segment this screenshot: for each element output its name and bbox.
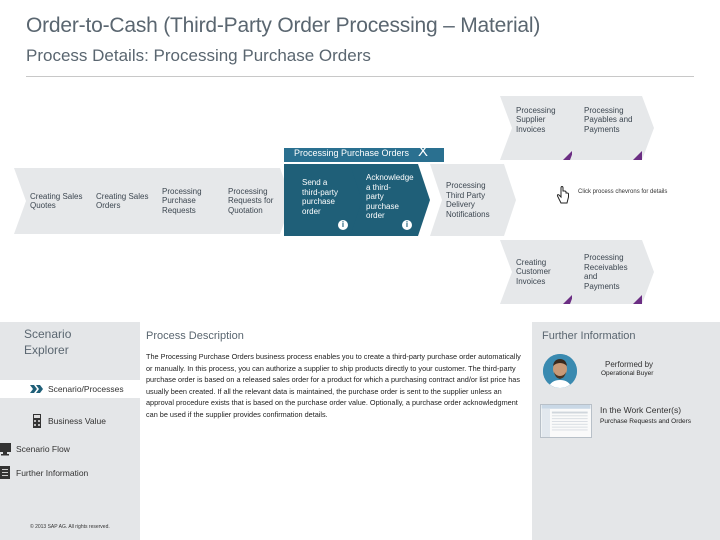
- chevron-label: Creating Sales Quotes: [30, 191, 83, 211]
- chevron-processing-supplier-invoices[interactable]: Processing Supplier Invoices: [500, 96, 584, 160]
- chevron-label: Processing Payables and Payments: [584, 105, 633, 134]
- nav-item-scenario-flow[interactable]: Scenario Flow: [0, 440, 140, 458]
- performed-by-role: Operational Buyer: [601, 370, 654, 377]
- header-divider: [26, 76, 694, 77]
- hand-pointer-icon: [556, 186, 569, 204]
- chevron-processing-third-party-delivery-notifications[interactable]: Processing Third Party Delivery Notifica…: [430, 164, 516, 236]
- nav-item-scenario-processes[interactable]: Scenario/Processes: [0, 380, 140, 398]
- chevron-label: Processing Purchase Requests: [162, 186, 202, 215]
- close-icon[interactable]: X: [418, 143, 429, 160]
- chevron-processing-receivables-and-payments[interactable]: Processing Receivables and Payments: [570, 240, 654, 304]
- chevron-processing-purchase-requests[interactable]: Processing Purchase Requests: [146, 168, 226, 234]
- performed-by-label: Performed by: [605, 360, 654, 369]
- chevron-label: Creating Customer Invoices: [516, 257, 551, 286]
- chevron-shape: [146, 168, 226, 234]
- chevron-arrows-icon: [30, 385, 43, 393]
- chevron-creating-sales-quotes[interactable]: Creating Sales Quotes: [14, 168, 94, 234]
- chevron-shape: [430, 164, 516, 236]
- chevron-label: Processing Third Party Delivery Notifica…: [446, 181, 490, 219]
- nav-item-label: Business Value: [48, 416, 106, 426]
- page-title: Order-to-Cash (Third-Party Order Process…: [26, 14, 541, 37]
- chevron-shape: [570, 96, 654, 160]
- info-icon[interactable]: i: [338, 220, 348, 230]
- work-center-thumbnail[interactable]: [540, 404, 592, 438]
- copyright-note: © 2013 SAP AG. All rights reserved.: [30, 524, 110, 530]
- chevron-shape: [350, 164, 430, 236]
- scenario-explorer-title: Scenario Explorer: [24, 326, 71, 358]
- chevron-label: Creating Sales Orders: [96, 191, 149, 211]
- process-description-text: The Processing Purchase Orders business …: [146, 352, 521, 419]
- process-description-title: Process Description: [146, 330, 244, 342]
- chevron-corner-marker: [633, 151, 642, 160]
- nav-item-label: Scenario Flow: [16, 444, 70, 454]
- nav-item-label: Scenario/Processes: [48, 384, 124, 394]
- processing-purchase-orders-band: [284, 148, 444, 162]
- chevron-shape: [14, 168, 94, 234]
- process-description-panel: [141, 322, 530, 540]
- step-acknowledge-third-party-purchase-order[interactable]: Acknowledge a third-party purchase order: [350, 164, 430, 236]
- processing-purchase-orders-label: Processing Purchase Orders: [294, 148, 410, 158]
- nav-item-label: Further Information: [16, 468, 89, 478]
- info-icon[interactable]: i: [402, 220, 412, 230]
- further-information-title: Further Information: [542, 330, 636, 342]
- chevron-corner-marker: [563, 151, 572, 160]
- chevron-corner-marker: [633, 295, 642, 304]
- chevron-label: Processing Requests for Quotation: [228, 186, 274, 215]
- document-icon: [0, 466, 10, 479]
- chevron-processing-payables-and-payments[interactable]: Processing Payables and Payments: [570, 96, 654, 160]
- step-send-third-party-purchase-order[interactable]: Send a third-party purchase order: [284, 164, 364, 236]
- chevron-shape: [284, 164, 364, 236]
- page-subtitle: Process Details: Processing Purchase Ord…: [26, 46, 371, 65]
- work-center-value: Purchase Requests and Orders: [600, 418, 692, 425]
- person-icon: [543, 354, 577, 388]
- calculator-icon: [33, 414, 41, 428]
- monitor-icon: [0, 443, 11, 456]
- chevron-label: Processing Supplier Invoices: [516, 105, 556, 134]
- chevron-shape: [80, 168, 160, 234]
- chevron-corner-marker: [563, 295, 572, 304]
- chevron-creating-customer-invoices[interactable]: Creating Customer Invoices: [500, 240, 584, 304]
- click-hint-text: Click process chevrons for details: [578, 189, 668, 195]
- chevron-label: Processing Receivables and Payments: [584, 253, 628, 291]
- step-label: Acknowledge a third-party purchase order: [366, 173, 414, 221]
- explorer-title-line1: Scenario: [24, 327, 72, 341]
- chevron-creating-sales-orders[interactable]: Creating Sales Orders: [80, 168, 160, 234]
- nav-item-business-value[interactable]: Business Value: [0, 412, 140, 430]
- screen-thumbnail-icon: [541, 405, 591, 437]
- work-center-label: In the Work Center(s): [600, 405, 682, 415]
- scenario-explorer-panel: [0, 322, 140, 540]
- chevron-shape: [500, 96, 584, 160]
- explorer-title-line2: Explorer: [24, 343, 69, 357]
- chevron-shape: [500, 240, 584, 304]
- chevron-shape: [212, 168, 292, 234]
- nav-item-further-information[interactable]: Further Information: [0, 464, 140, 482]
- chevron-shape: [570, 240, 654, 304]
- chevron-processing-requests-for-quotation[interactable]: Processing Requests for Quotation: [212, 168, 292, 234]
- avatar: [543, 354, 577, 388]
- step-label: Send a third-party purchase order: [302, 178, 339, 216]
